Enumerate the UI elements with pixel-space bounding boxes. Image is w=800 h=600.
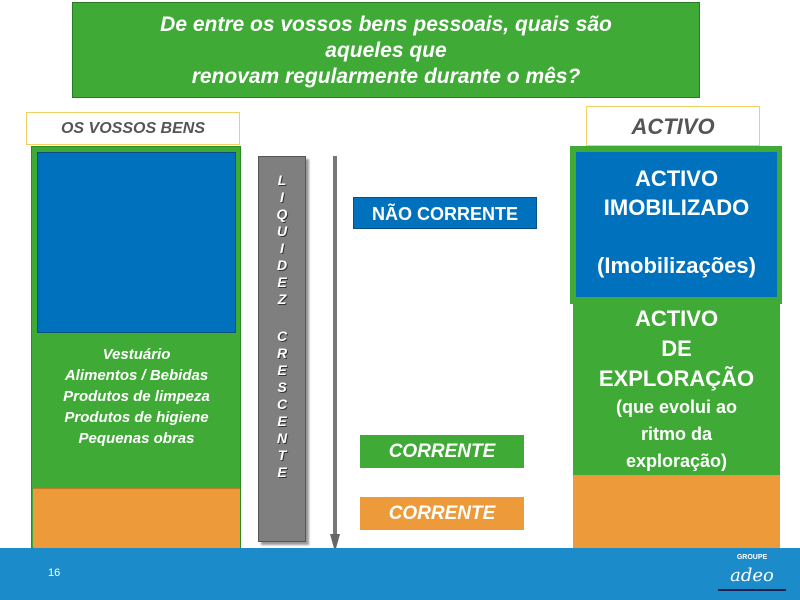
letter: E xyxy=(277,274,287,290)
letter: T xyxy=(277,447,287,463)
text: DE xyxy=(661,336,692,361)
logo-text: adeo xyxy=(718,563,786,591)
title-line: aqueles que xyxy=(325,39,447,62)
adeo-logo: GROUPE adeo xyxy=(718,553,786,597)
letter: L xyxy=(277,172,287,188)
list-item: Produtos de limpeza xyxy=(63,388,210,405)
page-number: 16 xyxy=(48,567,61,579)
text: ACTIVO xyxy=(634,166,719,191)
corrente-orange-label: CORRENTE xyxy=(360,497,524,530)
activo-imobilizado-box: ACTIVO IMOBILIZADO (Imobilizações) xyxy=(576,152,777,297)
text: IMOBILIZADO xyxy=(603,195,750,220)
letter: Z xyxy=(277,291,287,307)
letter: S xyxy=(277,379,287,395)
letter: Q xyxy=(276,206,288,222)
footer-band xyxy=(0,548,800,600)
list-item: Alimentos / Bebidas xyxy=(64,367,209,384)
letter: I xyxy=(280,189,284,205)
letter: C xyxy=(276,396,288,412)
letter: U xyxy=(276,223,288,239)
letter: N xyxy=(276,430,288,446)
activo-orange-box xyxy=(573,475,780,548)
letter: E xyxy=(277,413,287,429)
title-line: renovam regularmente durante o mês? xyxy=(191,65,581,88)
liquidity-label: L I Q U I D E Z C R E S C E N T E xyxy=(258,172,306,481)
arrow-down-icon xyxy=(330,156,340,552)
activo-exploracao-box: ACTIVO DE EXPLORAÇÃO (que evolui ao ritm… xyxy=(573,300,780,476)
corrente-green-label: CORRENTE xyxy=(360,435,524,468)
text: (Imobilizações) xyxy=(597,253,756,278)
letter: C xyxy=(276,328,288,344)
text: exploração) xyxy=(625,451,728,471)
text: ritmo da xyxy=(640,424,712,444)
slide-title: De entre os vossos bens pessoais, quais … xyxy=(72,2,700,98)
bens-orange-box xyxy=(33,488,240,548)
text: (que evolui ao xyxy=(615,397,738,417)
text: EXPLORAÇÃO xyxy=(598,366,755,391)
liquidity-bar xyxy=(258,156,306,542)
nao-corrente-label: NÃO CORRENTE xyxy=(353,197,537,229)
list-item: Vestuário xyxy=(102,346,171,363)
letter: D xyxy=(276,257,288,273)
list-item: Pequenas obras xyxy=(78,430,195,447)
activo-label: ACTIVO xyxy=(586,106,760,146)
letter: E xyxy=(277,362,287,378)
title-line: De entre os vossos bens pessoais, quais … xyxy=(160,13,612,36)
list-item: Produtos de higiene xyxy=(64,409,209,426)
letter: R xyxy=(276,345,288,361)
bens-list: Vestuário Alimentos / Bebidas Produtos d… xyxy=(33,344,240,449)
logo-small: GROUPE xyxy=(736,554,768,561)
bens-label: OS VOSSOS BENS xyxy=(26,112,240,145)
text: ACTIVO xyxy=(634,306,719,331)
bens-blue-box xyxy=(37,152,236,333)
letter: I xyxy=(280,240,284,256)
letter: E xyxy=(277,464,287,480)
